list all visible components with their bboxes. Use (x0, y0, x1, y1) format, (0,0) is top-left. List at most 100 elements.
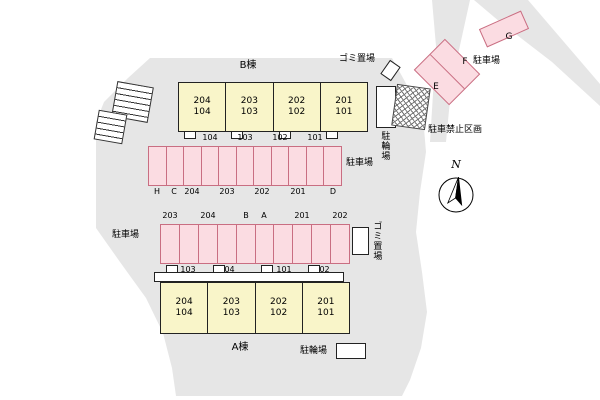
entrance-porch (213, 265, 225, 273)
parking-space-label: 103 (180, 265, 196, 274)
parking-space-label: 203 (162, 211, 178, 220)
compass-north-label: N (451, 158, 461, 171)
parking-space-label: H (153, 187, 161, 196)
parking-space-label: 203 (219, 187, 235, 196)
parking-space-label: 101 (276, 265, 292, 274)
unit-lower-number: 102 (270, 308, 288, 318)
parking-area-label: 駐車場 (346, 158, 374, 168)
entrance-porch (279, 131, 291, 139)
parking-space-label: F (462, 57, 468, 67)
entrance-porch (308, 265, 320, 273)
parking-space-label: 101 (307, 133, 323, 142)
unit-upper-number: 203 (222, 297, 240, 307)
parking-space (274, 225, 294, 263)
parking-space (199, 225, 218, 263)
compass (438, 177, 474, 213)
building-a-unit: 202 102 (256, 283, 303, 333)
entrance-porch (326, 131, 338, 139)
parking-space (324, 147, 341, 185)
building-a-label: A棟 (231, 342, 249, 353)
building-b-label: B棟 (239, 60, 257, 71)
unit-lower-number: 103 (240, 107, 258, 117)
parking-space (254, 147, 272, 185)
garbage-station-label: ゴミ置場 (371, 221, 382, 261)
garbage-station-label: ゴミ置場 (338, 54, 376, 64)
parking-space-label: D (329, 187, 337, 196)
entrance-porch (261, 265, 273, 273)
parking-area-label: 駐車場 (112, 230, 140, 240)
parking-row-lower (160, 224, 350, 264)
parking-space (312, 225, 332, 263)
parking-space (218, 225, 237, 263)
unit-lower-number: 101 (335, 107, 353, 117)
bicycle-parking-box (336, 343, 366, 359)
parking-space-label: B (243, 211, 249, 220)
unit-upper-number: 201 (335, 96, 353, 106)
entrance-porch (231, 131, 243, 139)
unit-upper-number: 203 (240, 96, 258, 106)
parking-space-label: 104 (202, 133, 218, 142)
building-a: 204 104 203 103 202 102 201 101 (160, 282, 350, 334)
unit-upper-number: 201 (317, 297, 335, 307)
compass-ring (438, 177, 474, 213)
parking-space-label: 201 (290, 187, 306, 196)
entrance-porch (184, 131, 196, 139)
unit-lower-number: 103 (222, 308, 240, 318)
entrance-porch (166, 265, 178, 273)
unit-upper-number: 202 (288, 96, 306, 106)
parking-space-label: 204 (184, 187, 200, 196)
garbage-station-box (352, 227, 369, 255)
parking-space-label: A (261, 211, 267, 220)
parking-space (237, 225, 256, 263)
building-a-unit: 204 104 (161, 283, 209, 333)
parking-space (149, 147, 167, 185)
unit-lower-number: 104 (175, 308, 193, 318)
no-parking-hatch (391, 83, 431, 131)
building-a-unit: 201 101 (303, 283, 349, 333)
compass-needle (446, 177, 463, 207)
parking-space (307, 147, 325, 185)
parking-space-label: 104 (219, 265, 235, 274)
building-b-unit: 202 102 (274, 83, 321, 131)
parking-area-label: 駐車場 (473, 56, 501, 66)
unit-lower-number: 102 (288, 107, 306, 117)
bicycle-parking-label: 駐輪場 (300, 346, 328, 356)
building-b-unit: 204 104 (179, 83, 227, 131)
parking-space (272, 147, 290, 185)
unit-lower-number: 104 (193, 107, 211, 117)
parking-space (184, 147, 202, 185)
parking-space (167, 147, 185, 185)
unit-upper-number: 202 (270, 297, 288, 307)
parking-space (331, 225, 349, 263)
parking-space (219, 147, 237, 185)
bicycle-parking-label: 駐輪場 (379, 131, 390, 161)
building-a-unit: 203 103 (208, 283, 256, 333)
parking-space (256, 225, 275, 263)
parking-space-label: 201 (294, 211, 310, 220)
parking-space-label: 202 (254, 187, 270, 196)
parking-space-label: 102 (314, 265, 330, 274)
balcony-strip (154, 272, 344, 282)
unit-lower-number: 101 (317, 308, 335, 318)
building-b-unit: 203 103 (226, 83, 274, 131)
parking-space (161, 225, 180, 263)
unit-upper-number: 204 (175, 297, 193, 307)
parking-space-label: 204 (200, 211, 216, 220)
parking-space (202, 147, 220, 185)
building-b-unit: 201 101 (321, 83, 367, 131)
parking-space (237, 147, 255, 185)
parking-row-upper (148, 146, 342, 186)
parking-space-label: C (171, 187, 177, 196)
parking-space-label: 202 (332, 211, 348, 220)
unit-upper-number: 204 (193, 96, 211, 106)
parking-space (293, 225, 313, 263)
parking-space-label: E (433, 82, 439, 92)
neighbor-strip (474, 0, 600, 106)
parking-space-label: 102 (272, 133, 288, 142)
parking-space-label: G (505, 32, 513, 42)
building-b: 204 104 203 103 202 102 201 101 (178, 82, 368, 132)
parking-space (180, 225, 199, 263)
stairs-structure (93, 109, 128, 145)
